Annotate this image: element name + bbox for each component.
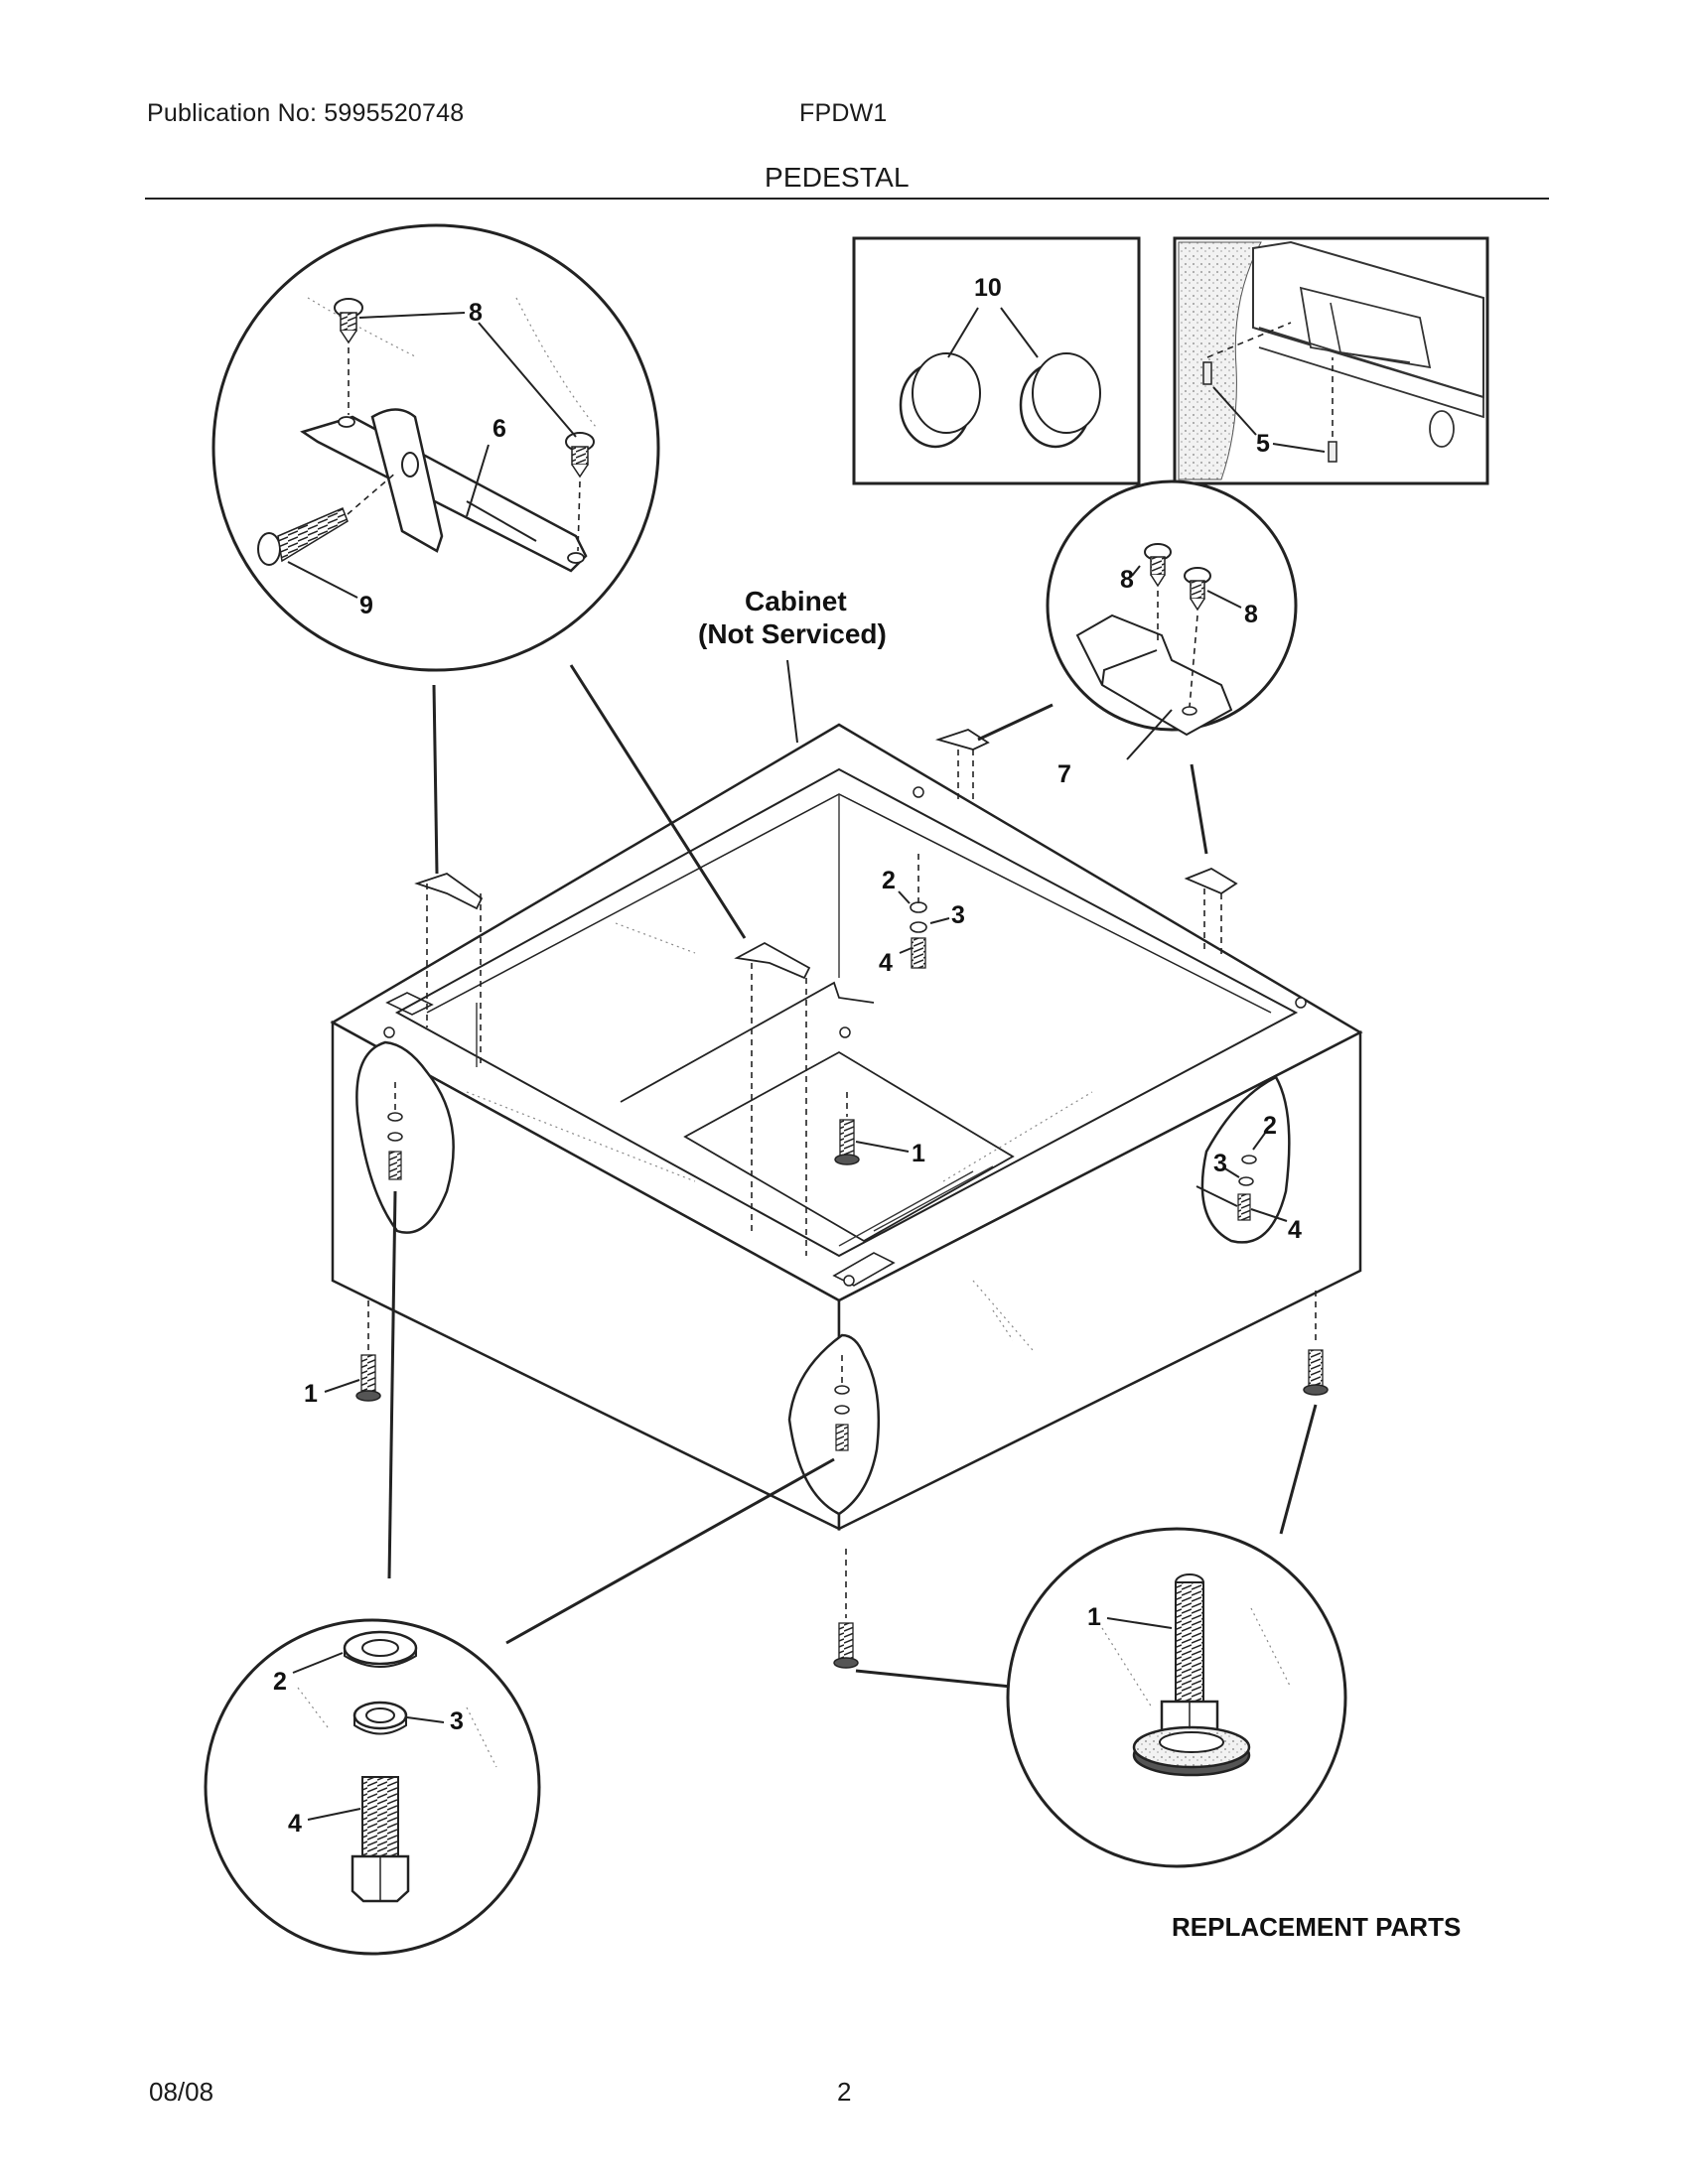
leveling-leg-part-1 [1132, 1573, 1251, 1777]
flat-washer-part-2 [343, 1630, 418, 1668]
inset-plugs: 10 [852, 236, 1141, 485]
callout-6: 6 [492, 415, 506, 443]
bracket-center-small [734, 941, 811, 1256]
replacement-parts-label: REPLACEMENT PARTS [1172, 1912, 1461, 1942]
callout-3-center: 3 [951, 901, 965, 929]
leveling-leg-front [833, 1549, 859, 1669]
screw-part-8 [334, 298, 363, 344]
callout-4-center: 4 [879, 949, 893, 977]
callout-10: 10 [974, 274, 1002, 302]
inset-top-right-circle: 8 8 7 [1046, 479, 1298, 788]
inset-bottom-left-circle: 2 3 4 [204, 1618, 541, 1956]
bracket-right-small [1184, 867, 1238, 955]
leveling-leg-center: 1 [834, 1092, 925, 1167]
cutout-front [787, 1333, 881, 1516]
hardware-stack-center: 2 3 4 [879, 854, 965, 977]
publication-number: Publication No: 5995520748 [147, 99, 465, 127]
screw-part-8-a [1144, 543, 1172, 588]
callout-7: 7 [1057, 760, 1071, 788]
inset-top-left-circle: 8 6 9 [211, 223, 660, 672]
callout-8-top: 8 [469, 299, 483, 327]
callout-2-center: 2 [882, 867, 896, 894]
callout-1-inset: 1 [1087, 1603, 1101, 1631]
bolt-part-4 [351, 1776, 410, 1903]
cabinet-label: Cabinet [745, 586, 847, 616]
cutout-right: 2 3 4 [1196, 1075, 1302, 1244]
callout-8-ring-b: 8 [1244, 601, 1258, 628]
callout-1-center: 1 [912, 1140, 925, 1167]
bracket-right-top-small [934, 729, 990, 804]
callout-2-inset: 2 [273, 1668, 287, 1696]
callout-4-right: 4 [1288, 1216, 1302, 1244]
section-title: PEDESTAL [765, 162, 910, 193]
callout-8-ring-a: 8 [1120, 566, 1134, 594]
footer-page-number: 2 [837, 2077, 852, 2107]
screw-part-9 [257, 507, 349, 566]
leveling-leg-left: 1 [304, 1300, 381, 1408]
leveling-leg-right [1303, 1291, 1329, 1396]
callout-3-inset: 3 [450, 1707, 464, 1735]
inset-bottom-right-circle: 1 [1006, 1527, 1347, 1868]
callout-2-right: 2 [1263, 1112, 1277, 1140]
model-number: FPDW1 [799, 99, 888, 127]
plug-part-right [1019, 352, 1101, 449]
callout-9: 9 [359, 592, 373, 619]
footer-date: 08/08 [149, 2077, 214, 2107]
bracket-left-small [414, 873, 484, 1067]
header-rule [145, 198, 1549, 200]
callout-1-left: 1 [304, 1380, 318, 1408]
callout-5: 5 [1256, 430, 1270, 458]
cutout-left [355, 1040, 455, 1234]
callout-3-right: 3 [1213, 1150, 1227, 1177]
lock-washer-part-3 [352, 1701, 408, 1735]
cabinet-note: (Not Serviced) [698, 618, 887, 649]
screw-part-8-b [1184, 567, 1211, 612]
inset-bracket-detail: 5 [1173, 236, 1489, 485]
plug-part-left [899, 352, 981, 449]
callout-4-inset: 4 [288, 1810, 302, 1838]
screw-part-8-right [565, 432, 595, 478]
